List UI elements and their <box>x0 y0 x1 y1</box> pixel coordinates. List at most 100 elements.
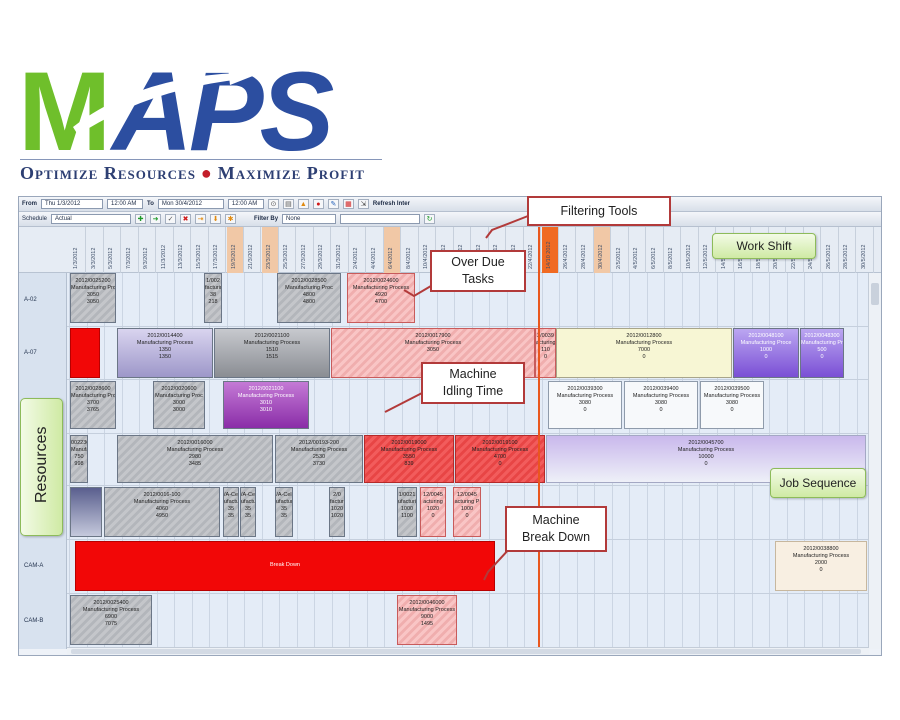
task-bar[interactable]: Break Down <box>75 541 495 591</box>
task-completed: 3730 <box>312 461 326 467</box>
row-separator <box>19 593 869 594</box>
task-completed: 1350 <box>158 354 172 360</box>
task-bar[interactable]: 1/0021ufacturing10001100 <box>397 487 417 537</box>
timeline-date-label: 10/5/2012 <box>685 244 692 269</box>
refresh-interval-label[interactable]: Refresh Inter <box>372 201 410 207</box>
task-bar[interactable]: 0022300Manufacturing Proce750998 <box>70 435 88 483</box>
zoom-icon[interactable]: ⊙ <box>267 199 279 209</box>
to-date-input[interactable]: Mon 30/4/2012 <box>157 199 224 209</box>
timeline-date-label: 21/3/2012 <box>248 244 254 269</box>
task-quantity: 3010 <box>259 400 273 406</box>
print-icon[interactable]: ▤ <box>282 199 294 209</box>
task-process: Manufacturing Process <box>404 340 462 346</box>
task-bar[interactable] <box>70 328 100 378</box>
task-completed: 1515 <box>265 354 279 360</box>
export-icon[interactable]: ⇲ <box>357 199 369 209</box>
timeline-date-label: 26/4/2012 <box>563 244 569 269</box>
task-completed: 218 <box>208 299 218 305</box>
overdue-callout-line1: Over Due <box>451 255 505 269</box>
timeline-date: 2/4/2012 <box>349 227 366 273</box>
task-bar[interactable]: /A-Celufacturin3535 <box>223 487 239 537</box>
task-bar[interactable]: /A-Celufacturin3535 <box>240 487 256 537</box>
delete-icon[interactable]: ✖ <box>180 214 192 224</box>
from-time-input[interactable]: 12:00 AM <box>107 199 143 209</box>
timeline-date: 17/3/2012 <box>209 227 226 273</box>
timeline-date-label: 6/5/2012 <box>650 247 657 269</box>
stop-icon[interactable]: ● <box>312 199 324 209</box>
task-process: Manufacturing Proc <box>155 393 203 399</box>
to-time-input[interactable]: 12:00 AM <box>227 199 264 209</box>
task-process: facturin <box>205 285 222 291</box>
edit-icon[interactable]: ✎ <box>327 199 339 209</box>
maps-logo: M APS Optimize Resources●Maximize Profit <box>18 55 383 185</box>
task-process: Manufacturing Process <box>792 553 850 559</box>
task-id: 2012/0017900 <box>415 333 451 339</box>
task-completed: 4700 <box>374 299 388 305</box>
grid-column-line <box>104 273 105 649</box>
schedule-select[interactable]: Actual <box>51 214 132 224</box>
vertical-scrollbar[interactable] <box>868 273 881 649</box>
task-quantity: 3550 <box>402 454 416 460</box>
timeline-date: 29/3/2012 <box>314 227 331 273</box>
filter-value-input[interactable] <box>340 214 421 224</box>
warning-icon[interactable]: ▲ <box>297 199 309 209</box>
resource-row-label[interactable]: A-02 <box>19 273 67 326</box>
horizontal-scrollbar[interactable] <box>67 647 869 655</box>
task-quantity: 1350 <box>158 347 172 353</box>
resource-row-label[interactable]: CAM-B <box>19 593 67 649</box>
check-icon[interactable]: ✓ <box>165 214 177 224</box>
resource-row-label[interactable]: A-07 <box>19 326 67 379</box>
task-bar[interactable]: 2/0facturin10201020 <box>329 487 345 537</box>
timeline-date: 28/4/2012 <box>577 227 594 273</box>
star-icon[interactable]: ✱ <box>225 214 237 224</box>
filter-by-select[interactable]: None <box>282 214 337 224</box>
down-icon[interactable]: ⬇ <box>210 214 222 224</box>
task-bar[interactable]: /A-Celufacturin3535 <box>275 487 293 537</box>
grid-icon[interactable]: ▦ <box>342 199 354 209</box>
task-completed: 1100 <box>401 513 413 519</box>
task-bar[interactable] <box>70 487 102 537</box>
task-completed: 0 <box>820 354 824 360</box>
task-quantity: 110 <box>541 347 550 353</box>
from-date-input[interactable]: Thu 1/3/2012 <box>41 199 103 209</box>
forward-icon[interactable]: ➜ <box>150 214 162 224</box>
row-separator <box>19 433 869 434</box>
horizontal-scroll-thumb[interactable] <box>71 649 861 654</box>
move-icon[interactable]: ⇥ <box>195 214 207 224</box>
logo-divider <box>20 159 382 160</box>
task-process: Manufacturing Process <box>290 447 348 453</box>
task-quantity: 500 <box>817 347 827 353</box>
resource-row-label[interactable]: CAM-A <box>19 539 67 593</box>
apply-filter-icon[interactable]: ↻ <box>424 214 436 224</box>
vertical-scroll-thumb[interactable] <box>871 283 879 305</box>
add-icon[interactable]: ✚ <box>135 214 147 224</box>
schedule-label: Schedule <box>22 216 48 222</box>
